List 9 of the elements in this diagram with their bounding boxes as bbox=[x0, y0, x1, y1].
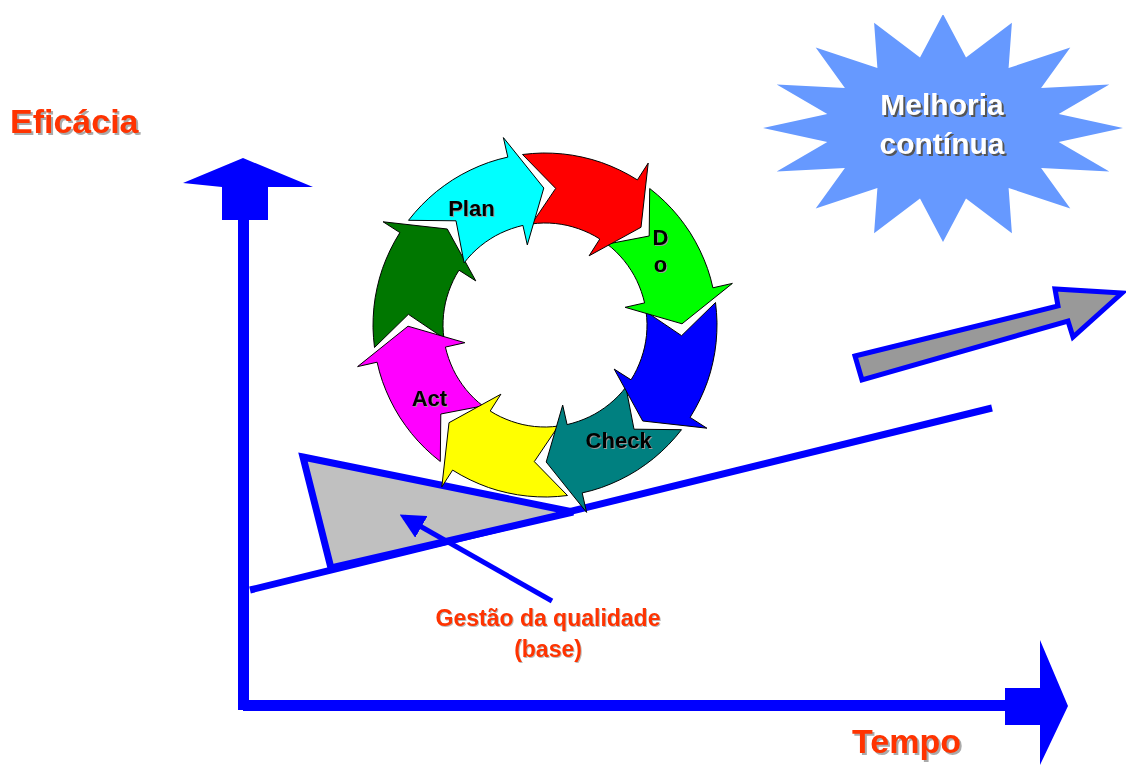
segment-label: Check bbox=[585, 427, 652, 454]
segment-label: Act bbox=[411, 385, 448, 412]
segment-label: Plan bbox=[448, 196, 495, 223]
leader-line bbox=[399, 514, 554, 604]
segment-label: D o bbox=[652, 225, 669, 278]
callout-text: Gestão da qualidade (base) bbox=[400, 603, 696, 666]
axis-label: Tempo bbox=[852, 722, 961, 761]
starburst-label: Melhoria contínua bbox=[878, 87, 1006, 162]
axis-label: Eficácia bbox=[10, 102, 139, 141]
